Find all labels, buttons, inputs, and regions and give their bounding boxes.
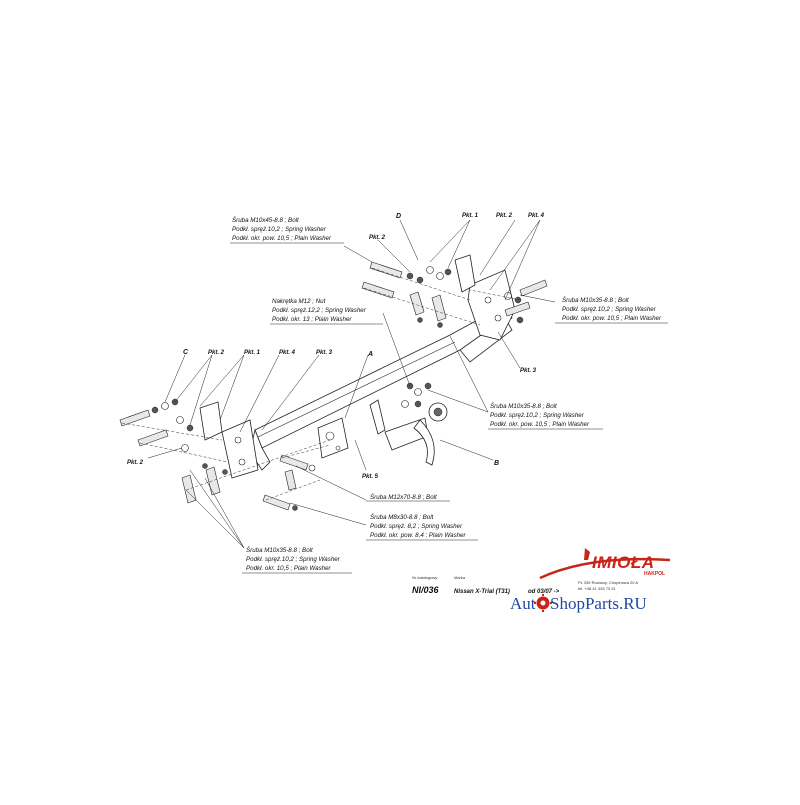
pkt-2-left: Pkt. 2 bbox=[208, 350, 225, 356]
pkt-4-top: Pkt. 4 bbox=[528, 213, 545, 219]
point-a: A bbox=[367, 351, 373, 358]
brand-phone: tel. +48 41 326 73 31 bbox=[578, 586, 616, 591]
point-b: B bbox=[494, 460, 499, 467]
pkt-5: Pkt. 5 bbox=[362, 474, 379, 480]
pkt-3-left: Pkt. 3 bbox=[316, 350, 333, 356]
callout-nut-line-3: Podkł. okr. 13 ; Plain Washer bbox=[272, 316, 352, 323]
right-mounting-bracket bbox=[454, 254, 516, 341]
right-bolt-group bbox=[504, 279, 548, 324]
callout-top-line-3: Podkł. okr. pow. 10,5 ; Plain Washer bbox=[232, 235, 332, 242]
tow-ball bbox=[384, 402, 448, 466]
callout-left-line-1: Śruba M10x35-8.8 ; Bolt bbox=[246, 547, 313, 554]
callout-m12: Śruba M12x70-8.8 ; Bolt bbox=[366, 494, 450, 502]
tow-bar-beam bbox=[249, 304, 513, 471]
callout-right: Śruba M10x35-8.8 ; Bolt Podkł. spręż.10,… bbox=[555, 297, 668, 324]
callout-mid-line-2: Podkł. spręż.10,2 ; Spring Washer bbox=[490, 412, 585, 419]
assembly-axes bbox=[121, 267, 521, 501]
catalog-number: NI/036 bbox=[412, 585, 440, 595]
callout-right-line-1: Śruba M10x35-8.8 ; Bolt bbox=[562, 297, 629, 304]
callout-right-line-3: Podkł. okr. pow. 10,5 ; Plain Washer bbox=[562, 315, 662, 322]
production-date: od 03/07 -> bbox=[528, 589, 560, 595]
callout-left-line-2: Podkł. spręż.10,2 ; Spring Washer bbox=[246, 556, 341, 563]
callout-nut-line-2: Podkł. spręż.12,2 ; Spring Washer bbox=[272, 307, 367, 314]
brand-logo: IMIOŁA HAKPOL PL 339 Rowiany, Chopinowa … bbox=[539, 548, 671, 591]
callout-m12-line-1: Śruba M12x70-8.8 ; Bolt bbox=[370, 494, 437, 501]
point-c: C bbox=[183, 349, 189, 356]
centre-nut-group bbox=[401, 382, 432, 408]
left-bolt-group bbox=[119, 398, 228, 504]
pkt-3-right: Pkt. 3 bbox=[520, 368, 537, 374]
callout-mid-line-3: Podkł. okr. pow. 10,5 ; Plain Washer bbox=[490, 421, 590, 428]
watermark-suffix: ShopParts.RU bbox=[550, 594, 647, 613]
brand-address: PL 339 Rowiany, Chopinowa 20 A bbox=[578, 580, 638, 585]
bottom-bolt-group bbox=[262, 454, 316, 511]
callout-m8-line-2: Podkł. spręż. 8,2 ; Spring Washer bbox=[370, 523, 463, 530]
title-block: Nr katalogowy Marka NI/036 Nissan X-Tria… bbox=[412, 575, 560, 595]
point-markers: D Pkt. 1 Pkt. 2 Pkt. 4 Pkt. 2 Pkt. 3 A B… bbox=[127, 213, 545, 480]
pkt-1-top: Pkt. 1 bbox=[462, 213, 479, 219]
point-d: D bbox=[396, 213, 401, 220]
left-mounting-bracket bbox=[199, 401, 259, 479]
pkt-1-left: Pkt. 1 bbox=[244, 350, 261, 356]
callout-top-line-1: Śruba M10x45-8.8 ; Bolt bbox=[232, 217, 299, 224]
watermark: Aut ShopParts.RU bbox=[510, 594, 647, 613]
pkt-4-left: Pkt. 4 bbox=[279, 350, 296, 356]
ball-mount-plate bbox=[317, 399, 386, 459]
pkt-2-top: Pkt. 2 bbox=[496, 213, 513, 219]
make-label: Marka bbox=[454, 575, 466, 580]
pkt-2-bottom-left: Pkt. 2 bbox=[127, 460, 144, 466]
callout-top: Śruba M10x45-8.8 ; Bolt Podkł. spręż.10,… bbox=[230, 217, 344, 244]
watermark-prefix: Aut bbox=[510, 594, 536, 613]
callout-nut: Nakrętka M12 ; Nut Podkł. spręż.12,2 ; S… bbox=[270, 298, 383, 325]
logo-mark-icon bbox=[584, 548, 590, 560]
gear-icon bbox=[534, 594, 552, 612]
callout-right-line-2: Podkł. spręż.10,2 ; Spring Washer bbox=[562, 306, 657, 313]
callout-top-line-2: Podkł. spręż.10,2 ; Spring Washer bbox=[232, 226, 327, 233]
callout-nut-line-1: Nakrętka M12 ; Nut bbox=[272, 298, 326, 305]
pkt-2-top-left: Pkt. 2 bbox=[369, 235, 386, 241]
callout-m8-line-1: Śruba M8x30-8.8 ; Bolt bbox=[370, 514, 434, 521]
callout-m8: Śruba M8x30-8.8 ; Bolt Podkł. spręż. 8,2… bbox=[366, 514, 478, 541]
catalog-number-label: Nr katalogowy bbox=[412, 575, 438, 580]
brand-name: IMIOŁA bbox=[592, 553, 655, 572]
callout-left-line-3: Podkł. okr. 10,5 ; Plain Washer bbox=[246, 565, 332, 572]
vehicle-model: Nissan X-Trial (T31) bbox=[454, 589, 510, 595]
callout-left: Śruba M10x35-8.8 ; Bolt Podkł. spręż.10,… bbox=[242, 547, 352, 574]
top-bolt-group bbox=[361, 261, 452, 328]
callout-m8-line-3: Podkł. okr. pow. 8,4 ; Plain Washer bbox=[370, 532, 467, 539]
callout-mid-line-1: Śruba M10x35-8.8 ; Bolt bbox=[490, 403, 557, 410]
brand-sub: HAKPOL bbox=[644, 571, 665, 577]
leader-lines bbox=[147, 219, 556, 549]
callout-mid: Śruba M10x35-8.8 ; Bolt Podkł. spręż.10,… bbox=[488, 403, 603, 430]
